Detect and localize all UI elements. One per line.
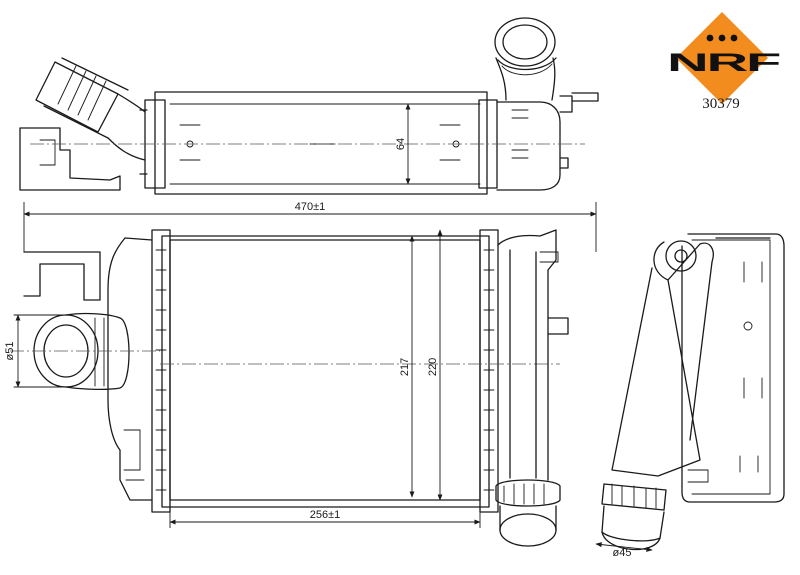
dim-overall-width: 470±1 (295, 201, 326, 213)
part-number: 30379 (702, 96, 740, 112)
front-view (10, 202, 597, 547)
side-view (595, 233, 785, 552)
dim-top-height: 64 (395, 138, 407, 150)
dim-core-height-inner: 217 (399, 358, 411, 376)
logo-wordmark: NRF (667, 49, 781, 77)
dim-inlet-diameter: ø51 (4, 342, 16, 361)
dim-core-height-outer: 220 (427, 358, 439, 376)
dim-core-width: 256±1 (310, 509, 341, 521)
logo-diamond (676, 12, 768, 104)
nrf-logo: NRF (667, 12, 782, 104)
top-view (19, 17, 599, 195)
dim-outlet-diameter: ø45 (613, 547, 632, 559)
